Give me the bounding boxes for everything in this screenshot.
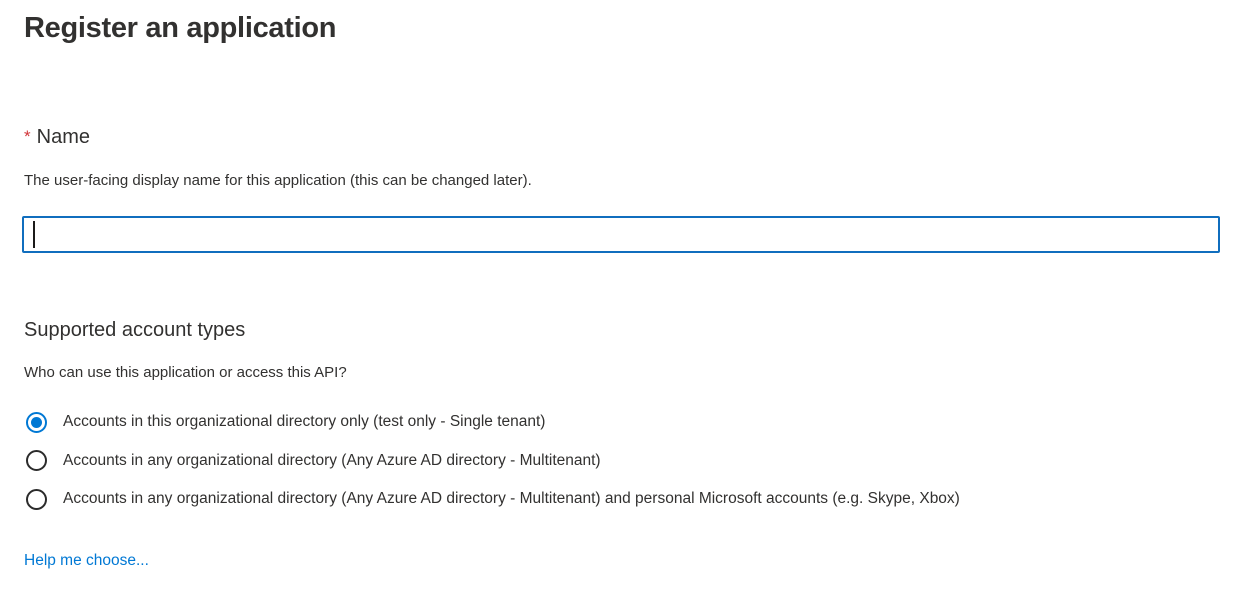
text-caret — [33, 221, 35, 248]
help-me-choose-link[interactable]: Help me choose... — [24, 551, 149, 569]
register-application-page: Register an application * Name The user-f… — [22, 12, 1220, 569]
radio-option-single-tenant[interactable]: Accounts in this organizational director… — [24, 403, 1220, 442]
radio-button-icon[interactable] — [26, 411, 47, 433]
account-type-radio-group: Accounts in this organizational director… — [24, 403, 1220, 519]
required-asterisk: * — [24, 127, 31, 146]
radio-option-label: Accounts in any organizational directory… — [63, 451, 601, 469]
radio-option-label: Accounts in this organizational director… — [63, 413, 546, 431]
page-title: Register an application — [24, 12, 337, 44]
name-input[interactable] — [22, 216, 1220, 253]
radio-button-icon[interactable] — [26, 450, 47, 472]
name-field-label: * Name — [24, 123, 1220, 151]
name-label-text: Name — [36, 126, 90, 148]
supported-account-types-heading: Supported account types — [24, 319, 246, 341]
name-field-description: The user-facing display name for this ap… — [24, 172, 532, 189]
supported-account-types-question: Who can use this application or access t… — [24, 364, 347, 381]
radio-option-multitenant-personal[interactable]: Accounts in any organizational directory… — [24, 480, 1220, 519]
name-input-wrap — [22, 216, 1220, 253]
radio-option-multitenant[interactable]: Accounts in any organizational directory… — [24, 442, 1220, 481]
radio-option-label: Accounts in any organizational directory… — [63, 490, 960, 508]
radio-button-icon[interactable] — [26, 488, 47, 510]
